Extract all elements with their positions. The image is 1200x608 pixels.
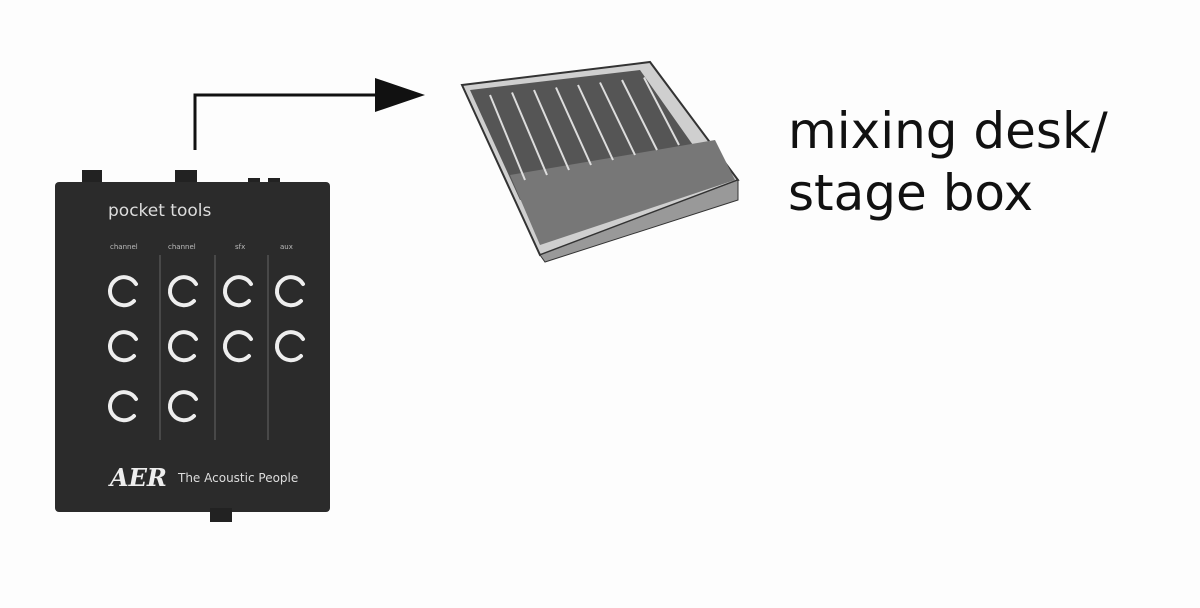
- knob-icon: [275, 275, 305, 308]
- destination-line-2: stage box: [788, 164, 1034, 222]
- mixer-channel-strip: [533, 89, 570, 171]
- mixer-channel-strip: [599, 82, 636, 156]
- device-tagline: The Acoustic People: [178, 471, 299, 485]
- knob-icon: [223, 275, 253, 308]
- destination-line-1: mixing desk/: [788, 102, 1108, 160]
- signal-arrow: [193, 78, 425, 150]
- mixer-channel-strip: [511, 92, 548, 176]
- device-brand-label: pocket tools: [108, 201, 212, 221]
- knob-icon: [223, 330, 253, 363]
- channel-label: channel: [110, 243, 138, 251]
- knob-icon: [108, 330, 138, 363]
- mixer-channel-strip: [555, 87, 592, 166]
- destination-label: mixing desk/ stage box: [788, 100, 1108, 224]
- mixer-channel-strip: [621, 79, 658, 151]
- channel-label: channel: [168, 243, 196, 251]
- mixer-channel-strip: [643, 77, 680, 146]
- knob-icon: [108, 390, 138, 423]
- pocket-tools-device: [55, 170, 330, 522]
- knob-icon: [168, 330, 198, 363]
- mixer-channel-strip: [577, 84, 614, 161]
- channel-label: aux: [280, 243, 293, 251]
- knob-icon: [275, 330, 305, 363]
- aer-logo: AER: [110, 463, 167, 492]
- channel-label: sfx: [235, 243, 246, 251]
- knob-icon: [108, 275, 138, 308]
- knob-icon: [168, 390, 198, 423]
- mixer-channel-strip: [489, 94, 526, 181]
- mixing-desk-image: [460, 60, 740, 263]
- knob-icon: [168, 275, 198, 308]
